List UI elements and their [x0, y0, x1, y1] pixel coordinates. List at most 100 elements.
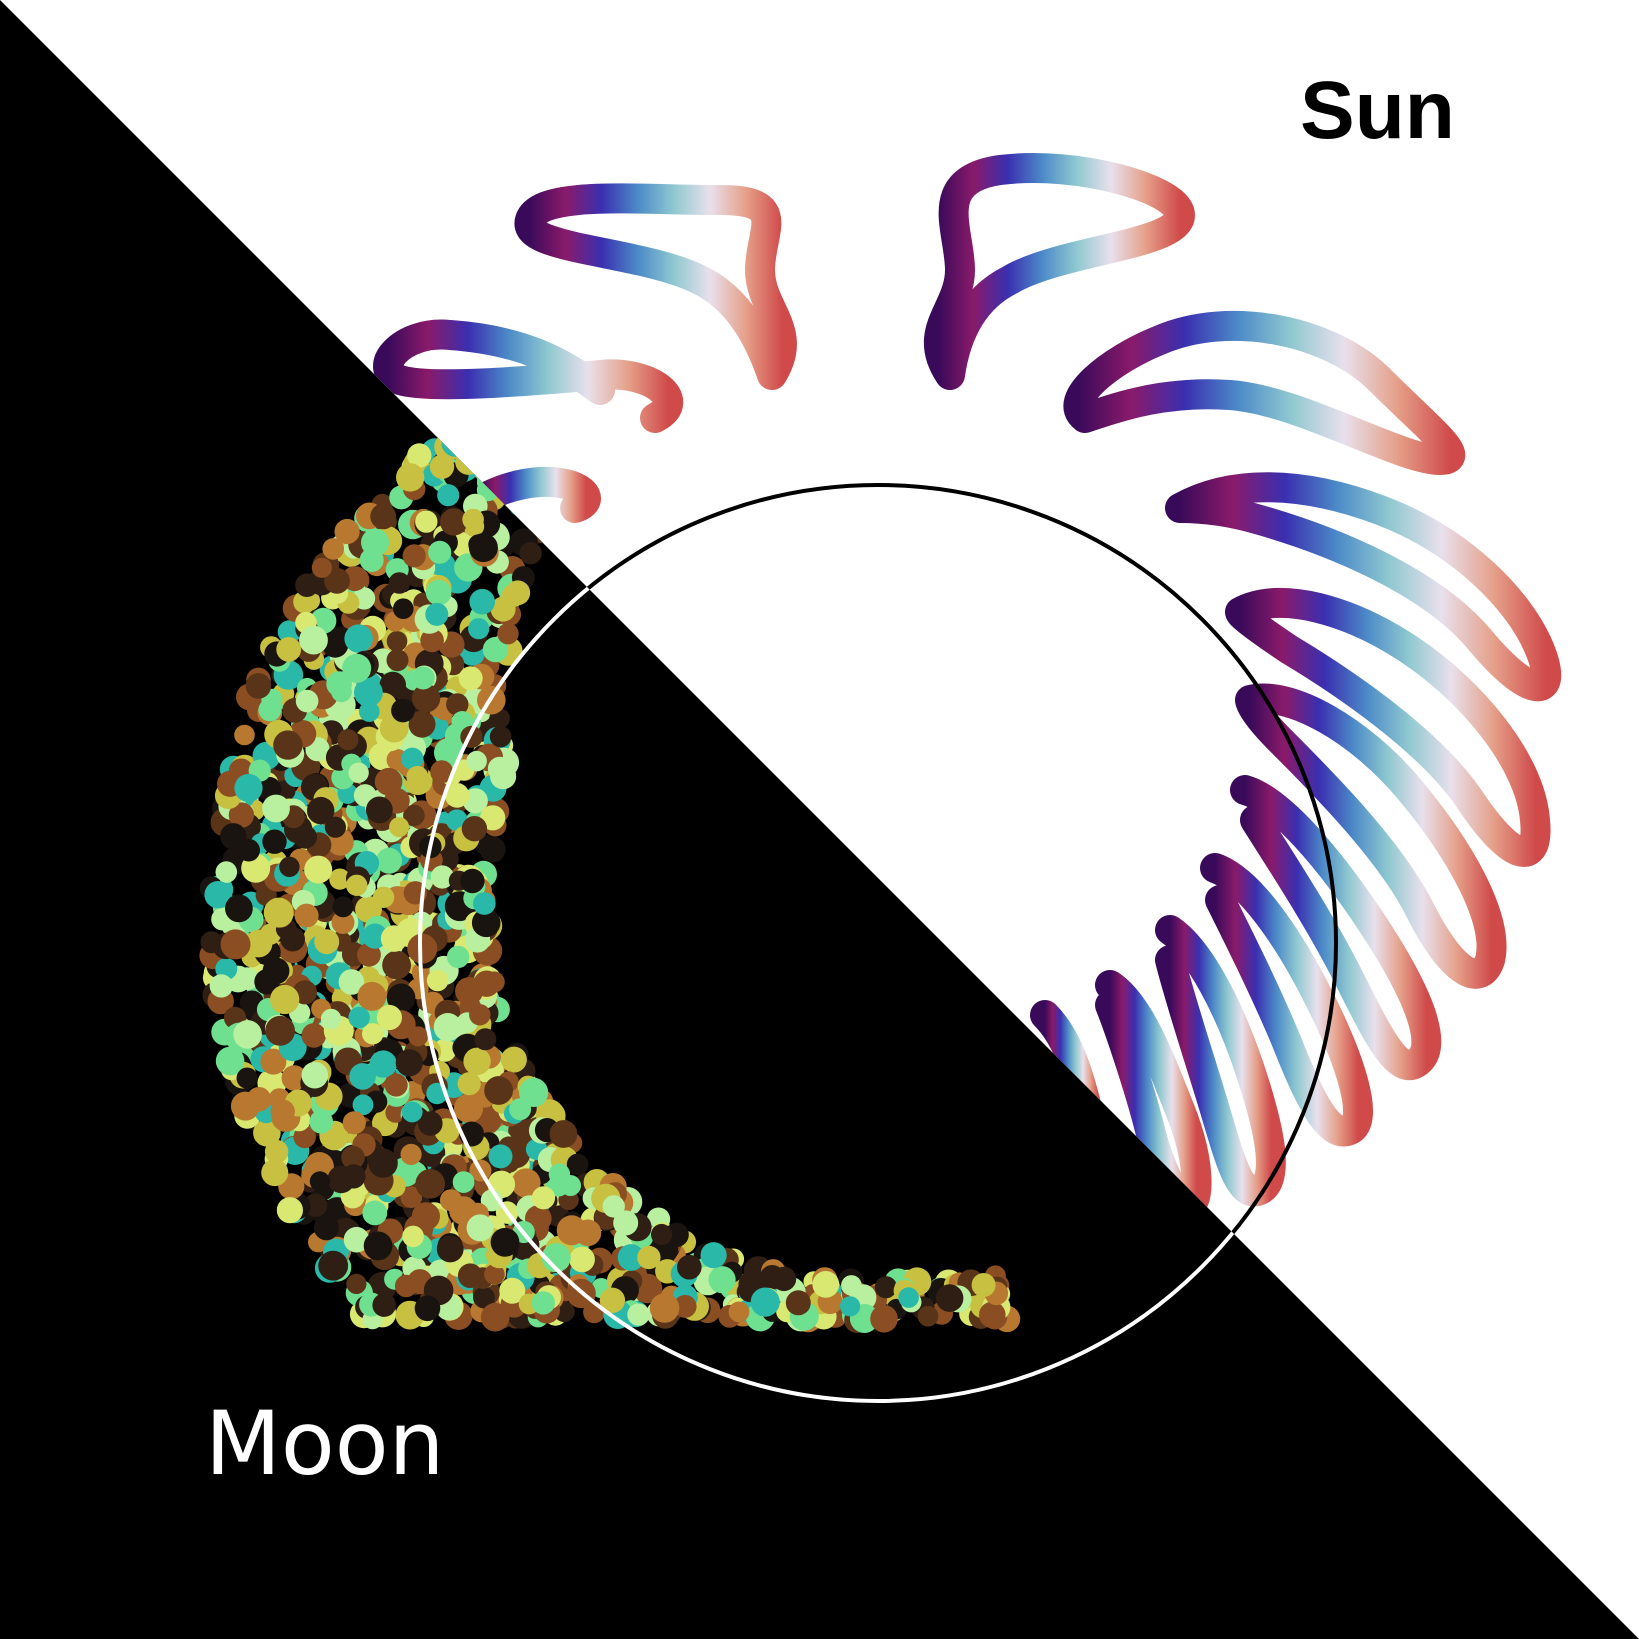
- moon-dot: [499, 1277, 526, 1304]
- moon-dot: [473, 970, 500, 997]
- moon-dot: [613, 1210, 639, 1236]
- moon-dot: [368, 1148, 398, 1178]
- moon-dot: [321, 630, 349, 658]
- moon-dot: [414, 1295, 441, 1322]
- moon-dot: [331, 911, 355, 934]
- moon-dot: [870, 1305, 898, 1333]
- moon-dot: [370, 503, 397, 530]
- sun-loop-ribbon: [1165, 472, 1562, 702]
- moon-dot: [437, 484, 460, 507]
- moon-dot: [673, 1294, 697, 1318]
- moon-dot: [395, 1049, 423, 1077]
- moon-dot: [361, 528, 389, 557]
- moon-dot: [407, 933, 438, 964]
- moon-dot: [428, 540, 452, 564]
- moon-dot: [261, 1159, 289, 1187]
- moon-dot: [434, 738, 464, 768]
- moon-dot: [362, 923, 388, 949]
- moon-dot: [840, 1296, 861, 1317]
- moon-dot: [637, 1245, 661, 1270]
- moon-dot: [400, 1186, 423, 1208]
- sun-loops: [373, 153, 1562, 1221]
- moon-dot: [474, 1028, 497, 1051]
- moon-dot: [415, 1169, 446, 1199]
- moon-dot: [468, 618, 490, 640]
- moon-dot: [236, 967, 259, 990]
- moon-dot: [627, 1303, 650, 1326]
- moon-dot: [519, 1077, 549, 1107]
- moon-dot: [258, 698, 282, 722]
- moon-dot: [471, 908, 501, 938]
- moon-dot: [236, 1067, 258, 1089]
- moon-dot: [348, 762, 369, 783]
- moon-dot: [346, 1273, 367, 1294]
- moon-dot: [384, 1073, 408, 1097]
- moon-dot: [935, 1284, 964, 1312]
- moon-dot: [253, 1119, 281, 1147]
- moon-dot: [602, 1195, 625, 1218]
- moon-dot: [309, 1171, 330, 1192]
- moon-dot: [295, 573, 319, 597]
- moon-dot: [473, 892, 496, 915]
- moon-dot: [617, 1244, 645, 1271]
- moon-dot: [280, 926, 306, 952]
- moon-dot: [411, 666, 435, 690]
- moon-dot: [436, 1235, 464, 1263]
- moon-dot: [294, 903, 319, 928]
- moon-dot: [334, 518, 360, 545]
- moon-dot: [566, 1153, 589, 1176]
- moon-dot: [785, 1290, 811, 1316]
- sun-label: Sun: [1300, 65, 1455, 156]
- moon-dot: [309, 1110, 334, 1134]
- moon-dot: [500, 1046, 527, 1073]
- moon-dot: [401, 1101, 423, 1123]
- moon-dot: [677, 1254, 702, 1280]
- moon-dot: [204, 881, 232, 909]
- moon-dot: [314, 929, 340, 955]
- moon-dot: [233, 1020, 262, 1049]
- moon-dot: [313, 1215, 339, 1241]
- moon-dot: [812, 1271, 840, 1298]
- moon-dot: [344, 624, 373, 653]
- moon-dot: [531, 1186, 556, 1210]
- moon-dot: [262, 794, 290, 823]
- moon-dot: [270, 1099, 295, 1124]
- moon-dot: [349, 1063, 376, 1090]
- moon-dot: [490, 1227, 520, 1257]
- moon-dot: [541, 1243, 571, 1273]
- moon-dot: [402, 1225, 424, 1248]
- sun-loop-ribbon: [1200, 853, 1373, 1147]
- moon-dot: [917, 1305, 939, 1327]
- moon-dot: [346, 874, 368, 896]
- moon-dot: [548, 1163, 571, 1185]
- moon-dot: [971, 1273, 996, 1297]
- moon-dot: [263, 897, 294, 928]
- moon-dot: [389, 817, 410, 838]
- moon-dot: [446, 945, 470, 969]
- moon-dot: [225, 894, 253, 923]
- moon-dot: [649, 1293, 680, 1323]
- moon-dot: [324, 816, 346, 838]
- moon-dot: [497, 623, 519, 645]
- moon-dot: [369, 1050, 397, 1078]
- moon-dot: [402, 544, 426, 568]
- moon-dot: [327, 1165, 356, 1194]
- moon-dot: [220, 929, 251, 960]
- moon-dot: [276, 1197, 303, 1224]
- moon-dot: [246, 1087, 272, 1112]
- moon-dot: [343, 1226, 370, 1253]
- moon-dot: [574, 1219, 602, 1247]
- moon-dot: [332, 896, 354, 918]
- moon-dot: [511, 1168, 541, 1198]
- moon-dot: [400, 1143, 422, 1165]
- moon-dot: [386, 631, 408, 652]
- sun-loop-ribbon: [514, 183, 797, 390]
- moon-dot: [651, 1223, 673, 1246]
- moon-dot: [433, 1013, 462, 1042]
- moon-dot: [406, 765, 429, 788]
- moon-dot: [220, 823, 247, 850]
- moon-label: Moon: [205, 1392, 445, 1495]
- moon-dot: [254, 969, 280, 995]
- moon-dot: [728, 1301, 750, 1323]
- moon-dot: [469, 1004, 491, 1026]
